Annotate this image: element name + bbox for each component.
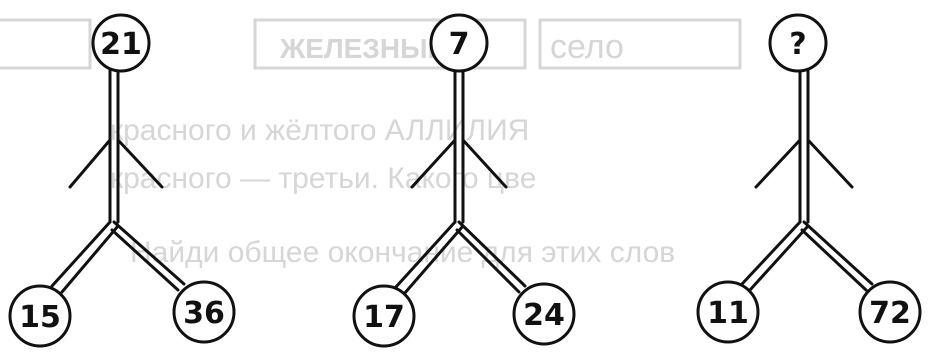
figure-1-left-leg-b	[62, 226, 118, 292]
figure-3-left-leg-a	[742, 222, 800, 284]
figure-3-left-leg-b	[750, 226, 808, 290]
figure-3-left-arm	[756, 140, 800, 187]
figure-2-right-foot-number: 24	[523, 298, 565, 333]
figure-2-head-number: 7	[449, 27, 470, 62]
ghost-line-2: красного — третьи. Какого цве	[110, 162, 536, 195]
ghost-box-left	[0, 20, 90, 68]
figure-2-left-foot-number: 17	[363, 300, 405, 335]
figure-3	[698, 15, 920, 342]
figure-1-right-foot-number: 36	[183, 296, 225, 331]
ghost-box-left-text: село	[550, 28, 624, 66]
ghost-box-middle-text: ЖЕЛЕЗНЫЙ	[279, 32, 448, 64]
figure-3-right-foot-number: 72	[869, 296, 911, 331]
figure-1-left-foot-number: 15	[19, 300, 61, 335]
ghost-line-3: Найди общее окончание для этих слов	[130, 236, 675, 269]
figure-1-head-number: 21	[100, 27, 142, 62]
figure-1-left-leg-a	[52, 222, 110, 286]
figure-3-right-arm	[808, 140, 852, 187]
figure-3-head-number: ?	[789, 27, 806, 62]
figure-1-left-arm	[70, 140, 110, 187]
figure-3-right-leg-a	[804, 222, 872, 284]
figure-3-right-leg-b	[802, 230, 866, 290]
figure-3-left-foot-number: 11	[707, 296, 749, 331]
